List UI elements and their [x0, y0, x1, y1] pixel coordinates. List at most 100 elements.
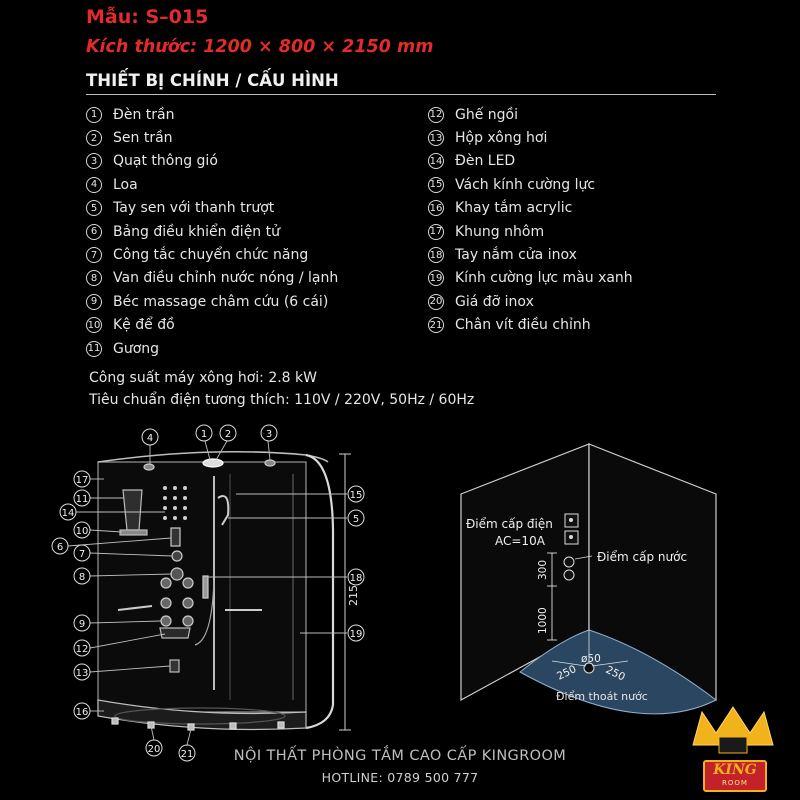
svg-text:15: 15	[350, 490, 363, 501]
callout-17: 17	[73, 470, 91, 488]
part-label: Van điều chỉnh nước nóng / lạnh	[113, 270, 339, 287]
part-number-badge: 15	[428, 176, 444, 193]
callout-14: 14	[59, 503, 77, 521]
part-label: Ghế ngồi	[455, 106, 518, 123]
part-number-badge: 3	[86, 153, 102, 170]
curved-glass-edge	[305, 453, 335, 730]
part-label: Loa	[113, 176, 138, 193]
part-number-badge: 17	[428, 223, 444, 240]
svg-text:6: 6	[57, 542, 63, 553]
footer-hotline: HOTLINE: 0789 500 777	[321, 770, 479, 785]
model-title: Mẫu: S–015	[86, 6, 209, 28]
kingroom-logo	[692, 706, 774, 754]
seat	[159, 627, 191, 639]
part-number-badge: 5	[86, 200, 102, 217]
part-label: Đèn LED	[455, 153, 516, 170]
part-number-badge: 21	[428, 317, 444, 334]
section-title: THIẾT BỊ CHÍNH / CẤU HÌNH	[86, 71, 339, 90]
function-switch	[171, 550, 183, 562]
svg-text:8: 8	[79, 572, 85, 583]
part-label: Công tắc chuyển chức năng	[113, 247, 309, 264]
callout-21: 21	[178, 744, 196, 762]
section-divider	[86, 94, 716, 95]
svg-text:9: 9	[79, 619, 85, 630]
crown-icon	[692, 706, 774, 746]
svg-text:19: 19	[350, 629, 363, 640]
svg-text:10: 10	[76, 526, 89, 537]
part-number-badge: 8	[86, 270, 102, 287]
part-item-7: 7 Công tắc chuyển chức năng	[86, 243, 338, 266]
part-number-badge: 16	[428, 200, 444, 217]
installation-drawing	[460, 443, 717, 715]
hand-shower	[217, 495, 230, 526]
shower-hose	[194, 579, 215, 646]
callout-10: 10	[73, 521, 91, 539]
ventilation-fan	[264, 459, 276, 467]
callout-19: 19	[347, 624, 365, 642]
adjustable-feet	[111, 717, 285, 731]
part-label: Khay tắm acrylic	[455, 200, 573, 217]
logo-badge: KING ROOM	[703, 760, 767, 792]
power-rating-label: AC=10A	[495, 534, 546, 548]
water-inlet-bottom	[563, 569, 575, 581]
led-lights	[163, 486, 187, 520]
massage-jets	[160, 577, 194, 627]
part-label: Sen trần	[113, 130, 173, 147]
spec-electric-standard: Tiêu chuẩn điện tương thích: 110V / 220V…	[89, 392, 475, 408]
part-number-badge: 20	[428, 293, 444, 310]
part-label: Chân vít điều chỉnh	[455, 317, 591, 334]
callouts: 1 2 3 4 17 11 14 10 6 7 8 9 12 13 16 20 …	[51, 424, 365, 762]
part-item-4: 4 Loa	[86, 173, 338, 196]
part-number-badge: 12	[428, 106, 444, 123]
callout-6: 6	[51, 537, 69, 555]
steam-box	[169, 659, 180, 673]
part-label: Tay sen với thanh trượt	[113, 200, 275, 217]
callout-3: 3	[260, 424, 278, 442]
control-panel	[170, 527, 181, 547]
tray-basin	[114, 707, 286, 725]
svg-text:5: 5	[353, 514, 359, 525]
height-dimension	[339, 453, 351, 731]
callout-12: 12	[73, 639, 91, 657]
part-number-badge: 7	[86, 247, 102, 264]
part-label: Giá đỡ inox	[455, 293, 534, 310]
part-item-20: 20 Giá đỡ inox	[428, 290, 633, 313]
callout-7: 7	[73, 544, 91, 562]
svg-text:14: 14	[62, 508, 75, 519]
callout-1: 1	[195, 424, 213, 442]
door-handle	[202, 575, 209, 599]
house-window-icon	[718, 736, 748, 754]
part-item-14: 14 Đèn LED	[428, 150, 633, 173]
callout-5: 5	[347, 509, 365, 527]
part-label: Béc massage châm cứu (6 cái)	[113, 293, 329, 310]
speaker	[143, 463, 155, 471]
part-item-21: 21 Chân vít điều chỉnh	[428, 314, 633, 337]
part-number-badge: 18	[428, 247, 444, 264]
callout-11: 11	[73, 489, 91, 507]
callout-20: 20	[145, 739, 163, 757]
part-number-badge: 14	[428, 153, 444, 170]
drain-point-label: Điểm thoát nước	[556, 690, 648, 703]
callout-8: 8	[73, 567, 91, 585]
svg-text:21: 21	[181, 749, 194, 760]
part-label: Gương	[113, 340, 160, 357]
part-number-badge: 19	[428, 270, 444, 287]
part-item-2: 2 Sen trần	[86, 126, 338, 149]
dimensions-text: Kích thước: 1200 × 800 × 2150 mm	[86, 37, 434, 57]
part-number-badge: 4	[86, 176, 102, 193]
svg-text:13: 13	[76, 668, 89, 679]
part-number-badge: 2	[86, 130, 102, 147]
spec-power: Công suất máy xông hơi: 2.8 kW	[89, 370, 317, 386]
water-inlet-top	[563, 556, 575, 568]
callout-13: 13	[73, 663, 91, 681]
power-point-label: Điểm cấp điện	[466, 517, 553, 531]
svg-text:2: 2	[225, 429, 231, 440]
product-diagram: 2150 1 2 3 4 17 11 14 10 6 7 8	[51, 424, 774, 762]
